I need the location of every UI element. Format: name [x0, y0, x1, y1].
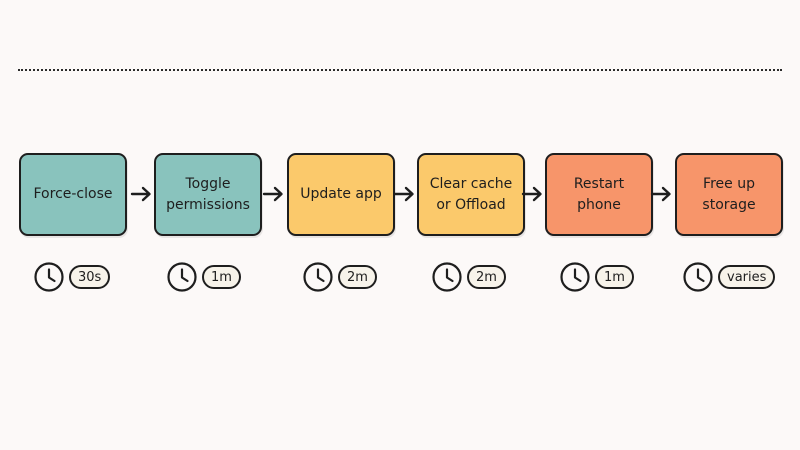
clock-icon	[167, 262, 197, 292]
step-force-close: Force-close	[19, 153, 127, 236]
step-restart-phone: Restart phone	[545, 153, 653, 236]
arrow-right-icon	[393, 186, 414, 202]
duration-badge: 1m	[595, 265, 634, 289]
duration-badge: varies	[718, 265, 776, 289]
clock-icon	[303, 262, 333, 292]
time-estimate: 2m	[302, 260, 377, 294]
duration-badge: 2m	[467, 265, 506, 289]
step-label: Force-close	[33, 186, 113, 202]
arrow-right-icon	[521, 186, 542, 202]
arrow-right-icon	[262, 186, 283, 202]
step-label: Update app	[300, 186, 382, 202]
time-estimate: 1m	[559, 260, 634, 294]
step-free-up-storage: Free up storage	[675, 153, 783, 236]
dotted-divider	[18, 69, 782, 71]
clock-icon	[34, 262, 64, 292]
time-estimate: 2m	[431, 260, 506, 294]
clock-icon	[432, 262, 462, 292]
time-estimate: 30s	[33, 260, 111, 294]
step-update-app: Update app	[287, 153, 395, 236]
arrow-right-icon	[130, 186, 151, 202]
duration-badge: 1m	[202, 265, 241, 289]
arrow-right-icon	[650, 186, 671, 202]
duration-badge: 30s	[69, 265, 111, 289]
duration-badge: 2m	[338, 265, 377, 289]
clock-icon	[683, 262, 713, 292]
clock-icon	[560, 262, 590, 292]
step-label: Free up storage	[702, 175, 756, 213]
time-estimate: 1m	[166, 260, 241, 294]
time-estimate: varies	[682, 260, 776, 294]
step-label: Restart phone	[573, 175, 625, 213]
